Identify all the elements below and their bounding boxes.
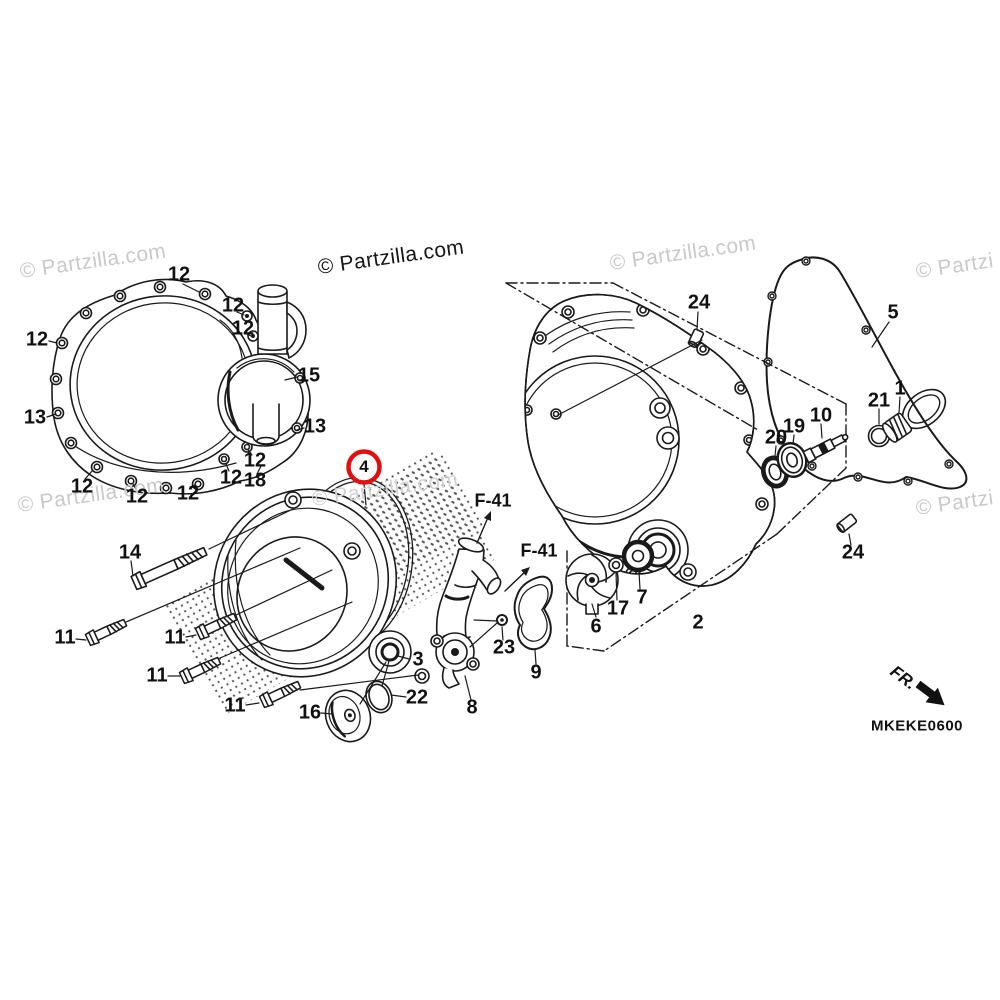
- part-callout-11: 11: [224, 694, 246, 717]
- bearing-19-drawing: [776, 442, 808, 478]
- leader-lines: [46, 283, 901, 715]
- fr-direction-arrow: [915, 680, 945, 706]
- part-callout-13: 13: [303, 415, 327, 438]
- part-callout-18: 18: [243, 469, 267, 492]
- part-callout-12: 12: [221, 294, 245, 317]
- part-callout-23: 23: [492, 636, 516, 659]
- bolt-bosses: [49, 280, 253, 495]
- part-callout-12: 12: [70, 475, 94, 498]
- part-callout-1: 1: [894, 377, 906, 400]
- right-cover-drawing: [524, 293, 776, 587]
- diagram-code: MKEKE0600: [870, 717, 964, 735]
- part-callout-3: 3: [412, 648, 424, 671]
- part-callout-17: 17: [606, 597, 630, 620]
- f41-arrows: [476, 511, 530, 592]
- part-callout-6: 6: [590, 615, 602, 638]
- part-callout-10: 10: [809, 404, 833, 427]
- part-callout-2: 2: [692, 611, 704, 634]
- part-callout-15: 15: [297, 364, 321, 387]
- dowel-pin-bottom-drawing: [836, 513, 858, 533]
- highlight-circle: [346, 449, 382, 485]
- shaft-10-drawing: [802, 433, 849, 464]
- part-callout-12: 12: [25, 328, 49, 351]
- part-callout-11: 11: [54, 626, 76, 649]
- part-callout-12: 12: [219, 466, 243, 489]
- part-callout-12: 12: [167, 263, 191, 286]
- water-pump-housing-drawing: [217, 284, 311, 447]
- part-callout-11: 11: [146, 664, 168, 687]
- part-callout-8: 8: [466, 696, 478, 719]
- collar-1-drawing: [881, 412, 913, 443]
- part-callout-13: 13: [23, 406, 47, 429]
- cover-gasket-5-drawing: [763, 256, 968, 490]
- impeller-drawing: [565, 553, 619, 615]
- part-callout-7: 7: [636, 586, 648, 609]
- seal-7-drawing: [621, 539, 655, 573]
- part-callout-22: 22: [405, 686, 429, 709]
- pin-23-drawing: [496, 614, 508, 626]
- dashed-leader-lines: [505, 282, 847, 652]
- bolt-14-drawing: [130, 546, 208, 591]
- part-callout-9: 9: [530, 661, 542, 684]
- part-callout-14: 14: [118, 541, 142, 564]
- part-callout-24: 24: [687, 291, 711, 314]
- cap-16-drawing: [324, 689, 372, 743]
- part-callout-24: 24: [841, 541, 865, 564]
- part-callout-19: 19: [782, 415, 806, 438]
- part-callout-5: 5: [887, 301, 899, 324]
- part-callout-12: 12: [176, 482, 200, 505]
- part-callout-21: 21: [867, 389, 891, 412]
- water-pipe-drawing: [430, 537, 502, 689]
- part-callout-12: 12: [125, 485, 149, 508]
- part-callout-12: 12: [231, 317, 255, 340]
- pump-gasket-drawing: [513, 575, 553, 651]
- f41-reference-label: F-41: [474, 490, 512, 511]
- highlighted-part-number: 4: [359, 457, 369, 476]
- washer-17-drawing: [608, 557, 624, 573]
- part-callout-16: 16: [298, 701, 322, 724]
- part-callout-12: 12: [243, 449, 267, 472]
- part-callout-20: 20: [764, 426, 788, 449]
- f41-reference-label: F-41: [520, 540, 558, 561]
- part-callout-11: 11: [164, 626, 186, 649]
